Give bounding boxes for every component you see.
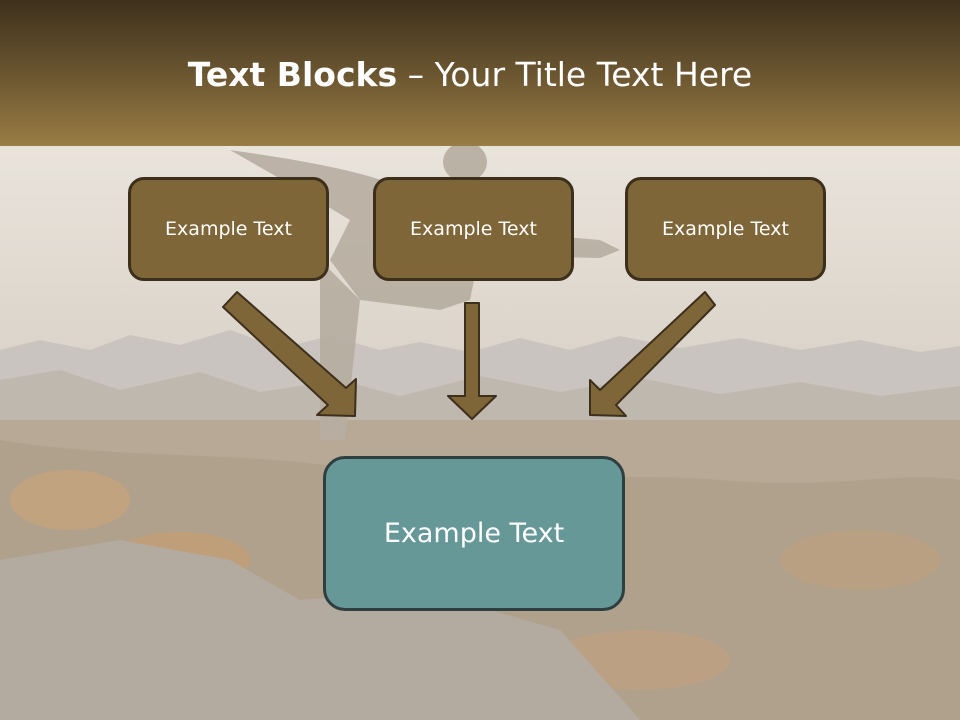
- text-block-top-right-label: Example Text: [662, 218, 789, 240]
- text-block-top-center-label: Example Text: [410, 218, 537, 240]
- title-dash: –: [397, 55, 435, 94]
- text-block-top-center[interactable]: Example Text: [373, 177, 574, 281]
- title-bar: [0, 0, 960, 146]
- text-block-bottom[interactable]: Example Text: [323, 456, 625, 611]
- title-regular-part: Your Title Text Here: [434, 55, 753, 94]
- text-block-top-left-label: Example Text: [165, 218, 292, 240]
- arrow-right-diagonal: [589, 291, 716, 417]
- arrow-left-diagonal: [222, 291, 357, 417]
- arrow-center-down: [447, 302, 497, 420]
- title-bold-part: Text Blocks: [187, 55, 398, 94]
- slide-title: Text Blocks – Your Title Text Here: [0, 52, 940, 98]
- text-block-top-left[interactable]: Example Text: [128, 177, 329, 281]
- text-block-top-right[interactable]: Example Text: [625, 177, 826, 281]
- text-block-bottom-label: Example Text: [383, 518, 565, 549]
